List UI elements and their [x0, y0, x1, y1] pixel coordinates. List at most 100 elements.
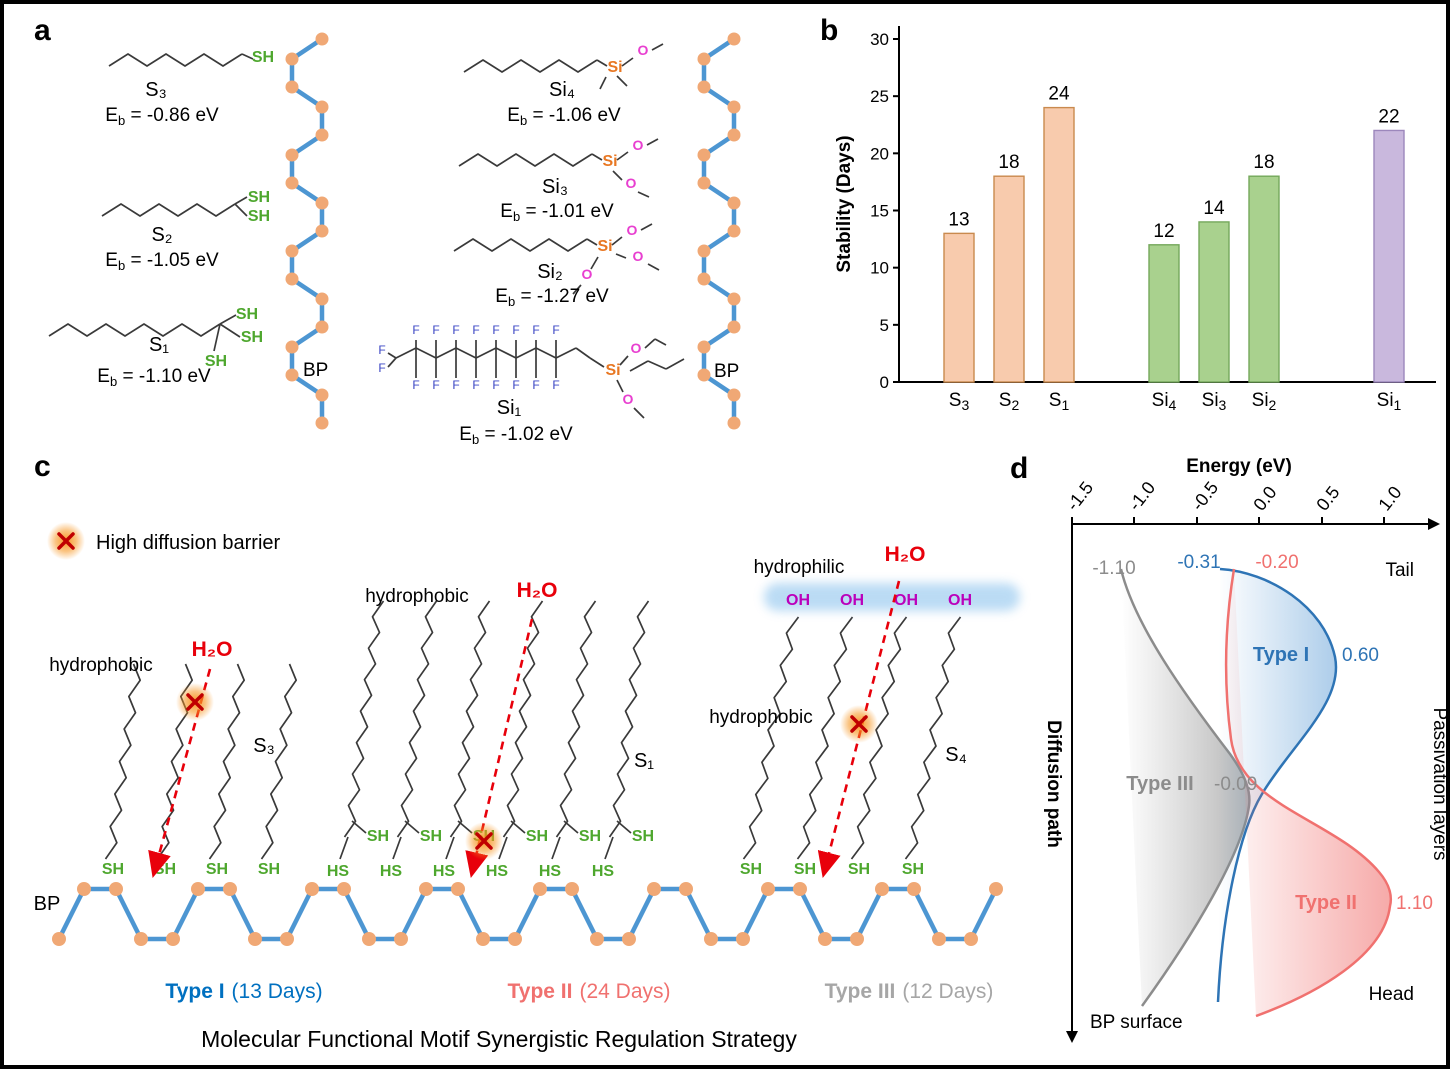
- bar-value-label: 18: [998, 152, 1019, 173]
- alkyl-chain: [396, 600, 438, 838]
- si-label: Si: [605, 362, 620, 379]
- bp-atom: [285, 176, 299, 190]
- passivation-layers-axis-label: Passivation layers: [1429, 707, 1450, 860]
- bp-atom: [285, 368, 299, 382]
- alkyl-chain: [108, 53, 243, 67]
- bar-category-label: Si2: [1252, 390, 1277, 413]
- bp-atom: [362, 932, 376, 946]
- molecule-name-si3: Si₃: [542, 176, 568, 198]
- bp-atom: [850, 932, 864, 946]
- f-label: F: [512, 378, 519, 392]
- bp-atom: [727, 196, 741, 210]
- bp-atom: [166, 932, 180, 946]
- stability-bar: [1043, 106, 1075, 383]
- bp-atom: [508, 932, 522, 946]
- energy-tick-label: -1.5: [1062, 478, 1097, 515]
- o-label: O: [638, 42, 649, 58]
- oh-label: OH: [948, 592, 972, 609]
- type-iii-caption: Type III(12 Days): [825, 980, 994, 1003]
- bp-atom: [315, 292, 329, 306]
- alkyl-chain: [608, 600, 650, 838]
- bp-atom: [697, 368, 711, 382]
- y-tick-label: 0: [880, 373, 889, 392]
- bar-value-label: 13: [948, 209, 969, 230]
- bond: [213, 323, 221, 352]
- alkyl-chain: [502, 600, 544, 838]
- f-label: F: [512, 323, 519, 337]
- bar-category-label: S3: [949, 390, 970, 413]
- diffusion-barrier-x-icon: [57, 532, 75, 550]
- bond: [637, 191, 650, 198]
- bp-atom: [305, 882, 319, 896]
- bond: [646, 138, 659, 146]
- si-label: Si: [602, 153, 617, 170]
- o-label: O: [582, 266, 593, 282]
- water-label-2: H₂O: [517, 579, 558, 602]
- bp-atom: [191, 882, 205, 896]
- f-label: F: [532, 323, 539, 337]
- bar-category-label: Si3: [1202, 390, 1227, 413]
- bond: [575, 347, 591, 359]
- bp-atom: [285, 272, 299, 286]
- sh-label: SH: [794, 861, 816, 878]
- y-tick-label: 30: [870, 30, 889, 49]
- bp-atom: [875, 882, 889, 896]
- type-ii-tail-energy: -0.20: [1255, 552, 1298, 573]
- sh-label: SH: [236, 306, 258, 323]
- bond: [616, 379, 624, 393]
- bp-atom: [727, 416, 741, 430]
- molecule-name-si1: Si₁: [497, 397, 522, 419]
- bp-atom: [932, 932, 946, 946]
- f-label: F: [552, 378, 559, 392]
- energy-tick-label: -1.0: [1124, 478, 1159, 515]
- bp-atom: [223, 882, 237, 896]
- alkyl-chain: [48, 323, 221, 337]
- bp-atom: [964, 932, 978, 946]
- sh-label: SH: [206, 861, 228, 878]
- bp-atom: [697, 340, 711, 354]
- bar-category-label: Si4: [1152, 390, 1177, 413]
- sh-label: SH: [248, 189, 270, 206]
- bond: [241, 53, 254, 60]
- y-tick-label: 25: [870, 87, 889, 106]
- hydrophobic-label-1: hydrophobic: [49, 655, 153, 676]
- type-iii-curve-fill: [1121, 569, 1250, 1006]
- bp-atom: [704, 932, 718, 946]
- type-i-caption: Type I(13 Days): [165, 980, 322, 1003]
- molecule-name-s3: S₃: [145, 79, 166, 101]
- strategy-caption: Molecular Functional Motif Synergistic R…: [201, 1026, 797, 1052]
- bp-atom: [590, 932, 604, 946]
- bar-value-label: 22: [1378, 106, 1399, 127]
- bp-atom: [565, 882, 579, 896]
- type-ii-peak-energy: 1.10: [1396, 893, 1433, 914]
- molecule-name-s2: S₂: [151, 224, 172, 246]
- bp-surface-label: BP surface: [1090, 1012, 1183, 1033]
- diffusion-path-axis-label: Diffusion path: [1043, 720, 1064, 848]
- bond: [654, 338, 667, 346]
- f-label: F: [378, 361, 385, 375]
- o-label: O: [633, 137, 644, 153]
- bond: [599, 76, 607, 90]
- bp-atom: [315, 196, 329, 210]
- bp-label-right: BP: [714, 361, 739, 382]
- o-label: O: [623, 391, 634, 407]
- f-label: F: [432, 378, 439, 392]
- tail-label: Tail: [1385, 560, 1414, 581]
- sh-label: SH: [205, 353, 227, 370]
- oh-label: OH: [786, 592, 810, 609]
- molecule-name-s1: S₁: [149, 334, 169, 356]
- molecule-label-s1: S₁: [634, 750, 654, 772]
- water-label-3: H₂O: [885, 543, 926, 566]
- alkyl-chain: [850, 616, 908, 860]
- o-label: O: [633, 248, 644, 264]
- hydrophilic-label: hydrophilic: [754, 557, 845, 578]
- hydrophobic-label-2: hydrophobic: [365, 586, 469, 607]
- type-ii-caption: Type II(24 Days): [508, 980, 671, 1003]
- sh-label: SH: [248, 208, 270, 225]
- hs-label: HS: [433, 863, 456, 880]
- bond: [644, 338, 656, 349]
- bp-atom: [315, 32, 329, 46]
- bp-atom: [315, 128, 329, 142]
- bp-atom: [315, 224, 329, 238]
